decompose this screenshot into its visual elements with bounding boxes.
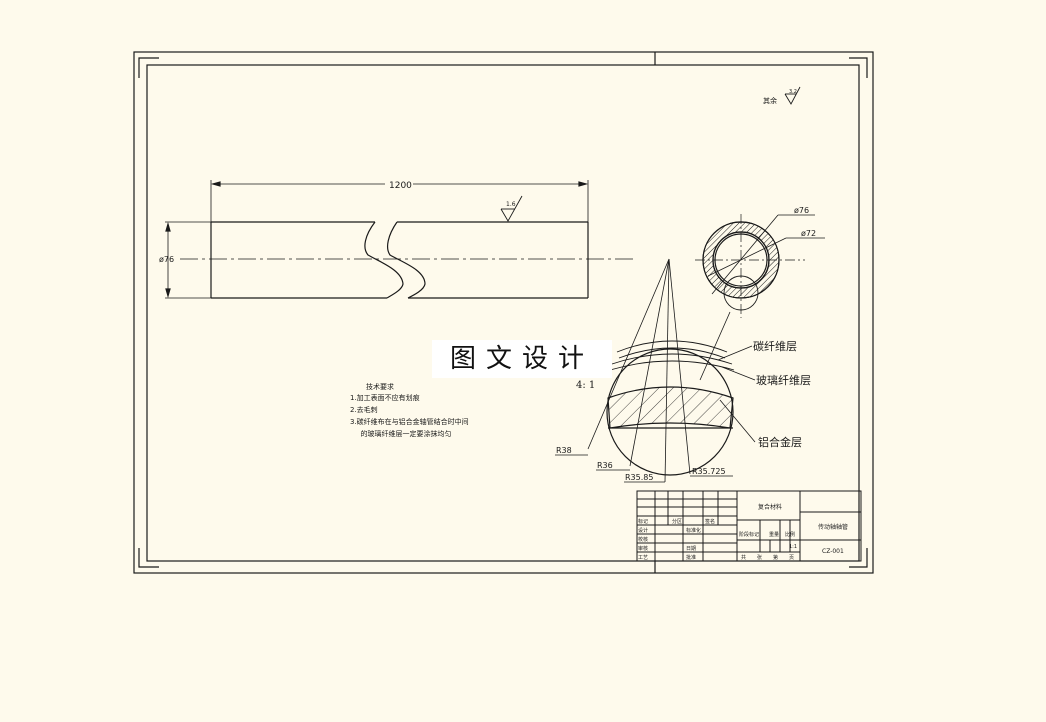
title-scale: 1:1 xyxy=(789,544,797,550)
tb-sheji: 设计 xyxy=(638,527,648,534)
layer-carbon: 碳纤维层 xyxy=(753,339,797,353)
inner-dia-text: ø72 xyxy=(801,229,816,238)
tb-jieduanbiaoji: 阶段标记 xyxy=(739,531,759,538)
roughness-note-label: 其余 xyxy=(763,96,777,105)
tb-ye: 页 xyxy=(789,555,794,561)
outer-frame xyxy=(133,51,874,574)
tb-zhang: 张 xyxy=(757,554,762,561)
radius-r36: R36 xyxy=(597,461,613,470)
title-block xyxy=(636,490,862,562)
tb-pizhun: 批准 xyxy=(686,554,696,561)
layer-glass: 玻璃纤维层 xyxy=(756,373,811,387)
pipe-main-view xyxy=(165,180,635,299)
title-drawing-no: CZ-001 xyxy=(822,548,844,555)
length-dim-text: 1200 xyxy=(389,181,412,191)
tb-zhongliang: 重量 xyxy=(769,531,779,538)
pipe-section-view xyxy=(695,214,825,381)
tb-gongyi: 工艺 xyxy=(638,555,648,561)
tech-req-item: 2.去毛刺 xyxy=(350,405,378,414)
tb-di: 第 xyxy=(773,554,778,561)
detail-scale: 4: 1 xyxy=(576,380,595,391)
layer-aluminum: 铝合金层 xyxy=(758,435,802,449)
roughness-value: 1.6 xyxy=(506,201,516,208)
tech-req-item: 1.加工表面不应有划痕 xyxy=(350,393,420,402)
tb-fenqu: 分区 xyxy=(672,518,682,525)
tb-qianming: 签名 xyxy=(705,518,715,525)
radius-r38: R38 xyxy=(556,446,572,455)
outer-dia-text: ø76 xyxy=(794,206,809,215)
tb-biaozhunhua: 标准化 xyxy=(686,527,701,534)
diameter-dim-text: ø76 xyxy=(159,255,174,264)
detail-view xyxy=(555,258,756,483)
tech-req-title: 技术要求 xyxy=(366,382,394,391)
roughness-note-value: 3.2 xyxy=(789,89,797,95)
radius-r3585: R35.85 xyxy=(625,473,653,482)
tb-riqi: 日期 xyxy=(686,546,696,552)
tb-shenhe: 审核 xyxy=(638,545,648,552)
title-part-name: 传动轴轴管 xyxy=(818,523,848,531)
title-material: 复合材料 xyxy=(758,503,782,511)
tb-biaoji: 标记 xyxy=(638,518,648,525)
tb-gong: 共 xyxy=(741,554,746,561)
tb-jiaohe: 校核 xyxy=(638,536,648,543)
watermark: 图文设计 xyxy=(432,340,612,378)
inner-frame xyxy=(146,64,860,562)
tb-bili: 比例 xyxy=(785,531,795,538)
radius-r35725: R35.725 xyxy=(692,467,726,476)
tech-req-item: 3.碳纤维布在与铝合金轴管结合时中间 xyxy=(350,417,469,426)
tech-req-item: 的玻璃纤维层一定要涂抹均匀 xyxy=(356,429,451,438)
